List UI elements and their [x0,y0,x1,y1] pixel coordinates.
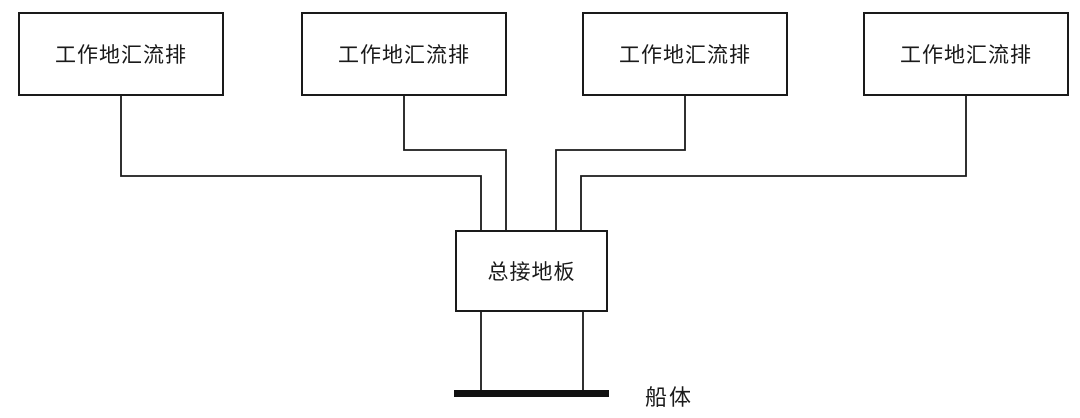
hull-bar [454,390,609,397]
connector-4 [580,95,967,231]
connector-1 [120,95,482,231]
busbar-box-3: 工作地汇流排 [582,12,788,96]
main-ground-plate-label: 总接地板 [487,260,576,284]
busbar-box-2-label: 工作地汇流排 [338,43,470,67]
busbar-box-1: 工作地汇流排 [18,12,224,96]
busbar-box-4-label: 工作地汇流排 [900,43,1032,67]
hull-label: 船体 [645,386,694,411]
busbar-box-2: 工作地汇流排 [301,12,507,96]
connector-2 [403,95,507,231]
busbar-box-4: 工作地汇流排 [863,12,1069,96]
connector-3 [555,95,686,231]
busbar-box-3-label: 工作地汇流排 [619,43,751,67]
busbar-box-1-label: 工作地汇流排 [55,43,187,67]
main-ground-plate-box: 总接地板 [455,230,608,312]
